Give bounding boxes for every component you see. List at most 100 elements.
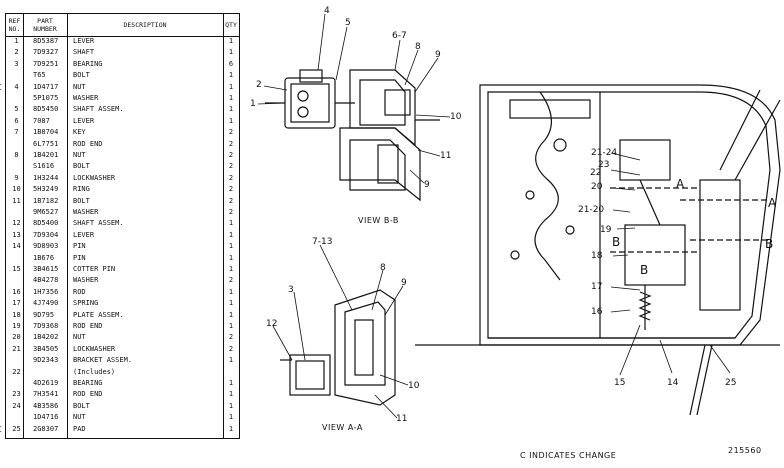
part-number-cell: 9D8903 [33,242,59,251]
callout-5: 5 [345,18,351,28]
view-a-a-drawing [280,289,396,406]
description-cell: SHAFT [73,48,95,57]
description-cell: LEVER [73,116,95,125]
ref-cell: 17 [12,299,21,308]
section-b-mid: B [640,263,648,277]
part-number-cell: 1B4201 [33,151,59,159]
description-cell: NUT [73,413,86,422]
qty-cell: 1 [228,48,234,57]
part-number-cell: 1D4716 [33,413,59,422]
part-number-cell: 7H3541 [33,390,59,399]
description-cell: NUT [73,151,86,159]
table-row: 1D4716 NUT 1 [6,413,239,422]
part-number-cell: 4D2619 [33,379,59,387]
view-b-b-drawing [265,69,440,202]
qty-cell: 1 [228,37,234,45]
qty-cell: 1 [228,242,234,251]
qty-cell: 1 [228,424,234,433]
ref-cell: 4 [14,82,19,91]
description-cell: PIN [73,253,86,262]
qty-cell: 2 [228,333,234,342]
qty-cell: 1 [228,94,234,102]
description-cell: BOLT [73,196,90,205]
part-number-cell: 2G8307 [33,424,59,433]
part-number-cell: 7D9368 [33,322,59,330]
callout-16: 16 [591,307,603,317]
ref-cell: 25 [12,424,21,433]
table-row: 11 1B7182 BOLT 2 [6,197,239,206]
description-cell: NUT [73,333,86,342]
qty-cell: 2 [228,173,234,182]
qty-cell: 2 [228,185,234,194]
description-cell: PLATE ASSEM. [73,310,124,319]
ref-cell: 5 [14,105,19,114]
ref-cell: 13 [12,230,21,239]
ref-cell: 14 [12,242,21,251]
part-number-cell: 7D9251 [33,59,59,68]
ref-cell: 8 [14,151,19,159]
part-number-cell: 3B4615 [33,265,59,273]
description-cell: LOCKWASHER [73,173,116,182]
part-number-cell: 8D5387 [33,37,59,45]
description-cell: WASHER [73,208,99,216]
qty-cell: 1 [228,219,234,228]
callout-9: 9 [435,50,441,60]
part-number-cell: 1B676 [33,253,55,262]
description-cell: BRACKET ASSEM. [73,356,133,365]
callout-15: 15 [614,378,625,388]
ref-cell: 18 [12,310,21,319]
qty-cell: 2 [228,162,234,171]
part-number-cell: 9M6527 [33,208,59,216]
part-number-cell: 1H3244 [33,173,59,182]
ref-cell: 12 [12,219,21,228]
callout-6-7: 6-7 [392,31,407,41]
table-row: 22(Includes) [6,368,239,377]
callout-14: 14 [667,378,679,388]
header-desc: DESCRIPTION [123,21,167,29]
description-cell: LEVER [73,37,95,45]
part-number-cell: 1H7356 [33,287,59,296]
header-part: PART NUMBER [33,17,57,33]
part-number-cell: 1D4717 [33,82,59,91]
part-number-cell: 8D5400 [33,219,59,228]
description-cell: RING [73,185,90,194]
part-number-cell: 7D9304 [33,230,59,239]
ref-cell: 11 [12,196,21,205]
part-number-cell: 1B8704 [33,128,59,137]
ref-cell: 7 [14,128,19,137]
qty-cell: 1 [228,413,234,422]
description-cell: WASHER [73,94,99,102]
description-cell: BOLT [73,401,90,410]
ref-cell: 2 [14,48,19,57]
ref-cell: 1 [14,37,19,45]
callout-9b: 9 [424,180,430,190]
section-b-left: B [612,235,620,249]
view-b-b-caption: VIEW B-B [358,216,399,225]
description-cell: KEY [73,128,86,137]
callout-22: 22 [590,168,601,178]
description-cell: ROD [73,287,86,296]
table-header: REF NO. PART NUMBER DESCRIPTION QTY [6,14,239,37]
callout-a10: 10 [408,381,420,391]
qty-cell: 2 [228,196,234,205]
ref-cell: 19 [12,322,21,330]
qty-cell: 1 [228,265,234,273]
qty-cell: 1 [228,71,234,80]
part-number-cell: 5P1075 [33,94,59,102]
qty-cell: 2 [228,344,234,353]
part-number-cell: 1B7182 [33,196,59,205]
part-number-cell: 7087 [33,116,50,125]
part-number-cell: 3B4505 [33,344,59,353]
